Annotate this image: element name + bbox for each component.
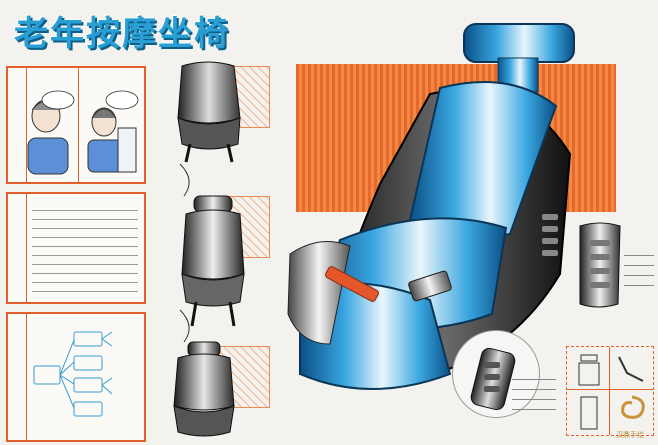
flow-arrows-icon [179, 163, 190, 343]
function-panel [6, 312, 146, 442]
remote-notes [512, 370, 556, 410]
seat-sketch-1-icon [177, 61, 241, 163]
remote-control-icon [470, 347, 516, 411]
top-view-icon [580, 396, 598, 430]
analysis-tab-divider [26, 194, 27, 302]
analysis-panel [6, 192, 146, 304]
seat-sketch-3-icon [173, 341, 235, 437]
scenario-panel [6, 66, 146, 184]
page-title: 老年按摩坐椅 [14, 14, 230, 54]
logo-swirl-icon [621, 395, 645, 419]
armrest-notes [624, 246, 654, 294]
side-view-icon [618, 356, 644, 382]
armrest-detail-icon [579, 222, 621, 308]
main-chair-rendering-icon [287, 23, 575, 390]
analysis-lines [32, 202, 138, 292]
scenario-divider-2 [78, 68, 79, 182]
three-view-panel [566, 346, 654, 436]
brand-stamp: 汉鼎手绘 [616, 431, 644, 439]
elder-figure-chair-icon [87, 90, 139, 173]
seat-sketch-2-icon [181, 195, 245, 327]
view-divider-h [567, 389, 653, 390]
scenario-divider [26, 68, 27, 182]
function-tab-divider [26, 314, 27, 440]
view-divider-v [609, 347, 610, 435]
function-tree-diagram [33, 331, 113, 417]
elder-figure-icon [27, 90, 75, 175]
front-view-icon [578, 354, 600, 386]
